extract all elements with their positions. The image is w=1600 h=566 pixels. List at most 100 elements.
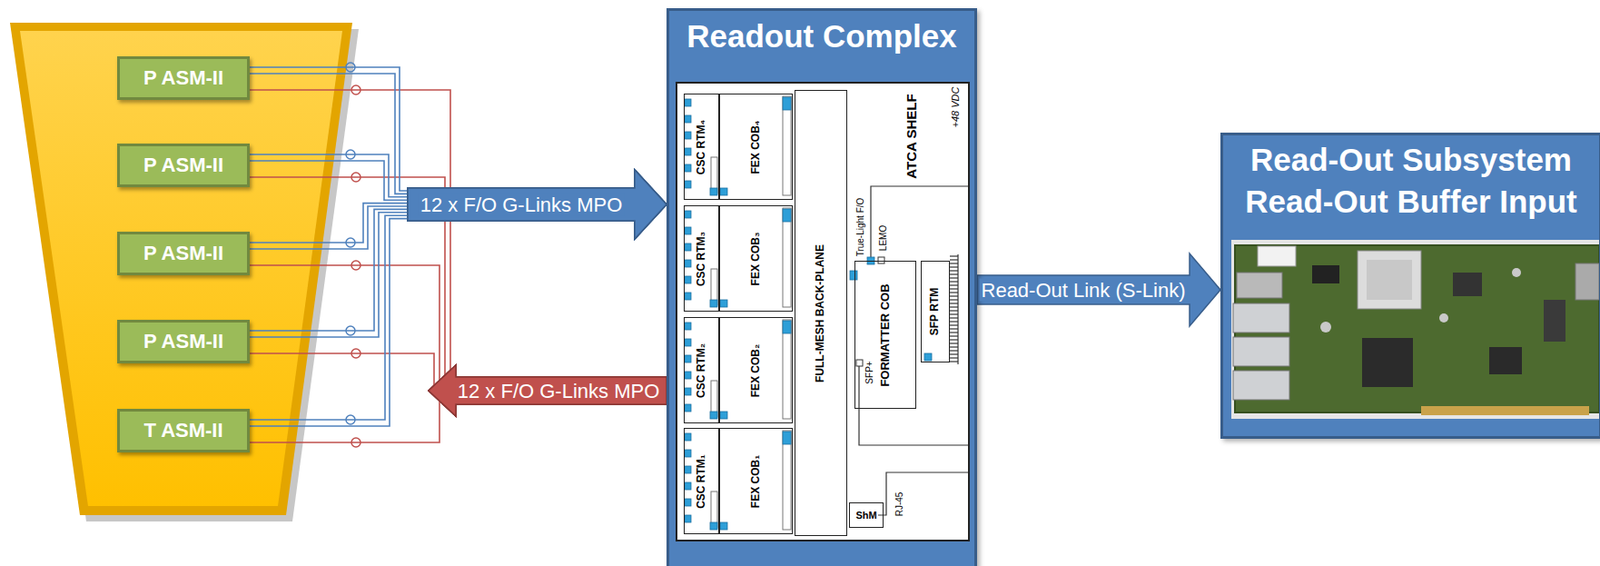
fiber-bundle-arrow bbox=[407, 169, 667, 239]
illustration-part bbox=[859, 365, 968, 445]
illustration-part bbox=[710, 299, 718, 307]
illustration-part bbox=[782, 430, 791, 530]
node-text: CSC RTM₁ bbox=[695, 454, 709, 509]
illustration-part bbox=[684, 97, 932, 530]
illustration-part bbox=[949, 266, 959, 267]
illustration-part bbox=[949, 295, 959, 297]
fiber-link bbox=[249, 353, 667, 416]
fiber-wire bbox=[249, 208, 408, 331]
illustration-part bbox=[720, 522, 728, 530]
readout-link-arrow bbox=[977, 253, 1221, 326]
illustration-part bbox=[949, 298, 959, 300]
fiber-link bbox=[249, 177, 667, 416]
illustration-part bbox=[684, 131, 692, 139]
port-label: +48 VDC bbox=[949, 87, 961, 129]
fiber-loop-symbols bbox=[351, 85, 361, 447]
fiber-bundle-arrow bbox=[407, 169, 667, 239]
port-label: SFP+ bbox=[864, 360, 875, 384]
fiber-bundle-arrow bbox=[407, 169, 667, 239]
fiber-link bbox=[249, 365, 667, 443]
illustration-part bbox=[684, 276, 692, 284]
illustration-part bbox=[684, 338, 692, 346]
node-text: P ASM-II bbox=[143, 241, 224, 265]
fiber-bundle-arrow bbox=[428, 365, 667, 416]
illustration-part bbox=[684, 465, 692, 474]
readout-complex-box: Readout Complex ATCA SHELFCSC RTM₄FEX CO… bbox=[666, 8, 978, 566]
node-text: SFP RTM bbox=[928, 287, 942, 336]
fiber-link bbox=[249, 265, 667, 416]
node-text: T ASM-II bbox=[143, 418, 223, 442]
illustration-part bbox=[684, 115, 692, 123]
illustration-part bbox=[720, 411, 728, 419]
illustration-part bbox=[949, 306, 959, 307]
illustration-part bbox=[870, 186, 968, 261]
illustration-part bbox=[949, 316, 959, 318]
node-text: CSC RTM₄ bbox=[695, 118, 709, 174]
csc-rtm-board: CSC RTM₂ bbox=[683, 316, 720, 424]
illustration-part bbox=[684, 371, 692, 379]
illustration-part bbox=[684, 164, 692, 172]
rob-card-photo bbox=[1223, 135, 1600, 436]
illustration-part bbox=[782, 97, 791, 110]
node-text: CSC RTM₂ bbox=[695, 343, 709, 398]
fiber-wire bbox=[249, 160, 408, 200]
illustration-part bbox=[684, 98, 692, 107]
illustration-part bbox=[1543, 299, 1566, 342]
node-text: ShM bbox=[855, 509, 877, 522]
node-text: FEX COB₃ bbox=[750, 231, 763, 286]
fiber-link bbox=[249, 154, 667, 239]
illustration-part bbox=[782, 208, 791, 222]
node-text: ATCA SHELF bbox=[903, 93, 919, 178]
asm-module-box: P ASM-II bbox=[117, 231, 250, 276]
crate-shadow bbox=[16, 29, 359, 522]
fiber-bundle-arrow bbox=[407, 169, 667, 239]
fiber-link bbox=[249, 67, 667, 239]
illustration-part bbox=[710, 187, 718, 196]
node-text: P ASM-II bbox=[143, 153, 224, 177]
node-text: P ASM-II bbox=[143, 66, 224, 89]
fiber-bundle-arrow bbox=[428, 365, 667, 416]
illustration-part bbox=[1366, 259, 1413, 300]
illustration-part bbox=[1231, 239, 1600, 419]
illustration-part bbox=[949, 335, 959, 336]
fiber-bundle-arrow bbox=[428, 365, 667, 416]
illustration-part bbox=[684, 514, 692, 523]
illustration-part bbox=[684, 148, 692, 156]
illustration-part bbox=[720, 299, 728, 307]
illustration-part bbox=[710, 411, 718, 419]
illustration-part bbox=[1452, 272, 1482, 297]
illustration-part bbox=[782, 319, 791, 419]
illustration-part bbox=[949, 313, 959, 315]
illustration-part bbox=[1421, 405, 1590, 415]
illustration-part bbox=[1320, 321, 1332, 333]
csc-rtm-board: CSC RTM₃ bbox=[683, 205, 720, 312]
illustration-part bbox=[949, 345, 959, 347]
illustration-part bbox=[684, 433, 692, 441]
illustration-part bbox=[949, 331, 959, 333]
node-text: FULL-MESH BACK-PLANE bbox=[814, 244, 828, 383]
csc-rtm-board: CSC RTM₁ bbox=[683, 427, 720, 534]
illustration-part bbox=[684, 210, 692, 218]
illustration-part bbox=[684, 227, 692, 235]
detector-crate-face bbox=[19, 30, 343, 506]
illustration-part bbox=[1357, 250, 1422, 309]
illustration-part bbox=[711, 96, 885, 530]
backplane-board: FULL-MESH BACK-PLANE bbox=[794, 89, 848, 536]
node-text: FEX COB₄ bbox=[750, 119, 763, 174]
fiber-wire bbox=[249, 400, 440, 443]
illustration-part bbox=[924, 353, 932, 361]
illustration-part bbox=[684, 449, 692, 457]
illustration-part bbox=[1233, 370, 1290, 400]
fex-cob-board: FEX COB₄ bbox=[719, 93, 793, 200]
port-label: LEMO bbox=[878, 225, 889, 251]
csc-rtm-board: CSC RTM₄ bbox=[683, 93, 720, 200]
illustration-part bbox=[949, 349, 959, 351]
illustration-part bbox=[949, 356, 959, 358]
formatter-cob-board: FORMATTER COB bbox=[854, 260, 917, 409]
fiber-wire bbox=[249, 215, 408, 420]
fex-cob-board: FEX COB₂ bbox=[719, 316, 793, 424]
illustration-part bbox=[1489, 346, 1522, 375]
node-text: FEX COB₁ bbox=[750, 454, 763, 507]
illustration-part bbox=[949, 280, 959, 282]
